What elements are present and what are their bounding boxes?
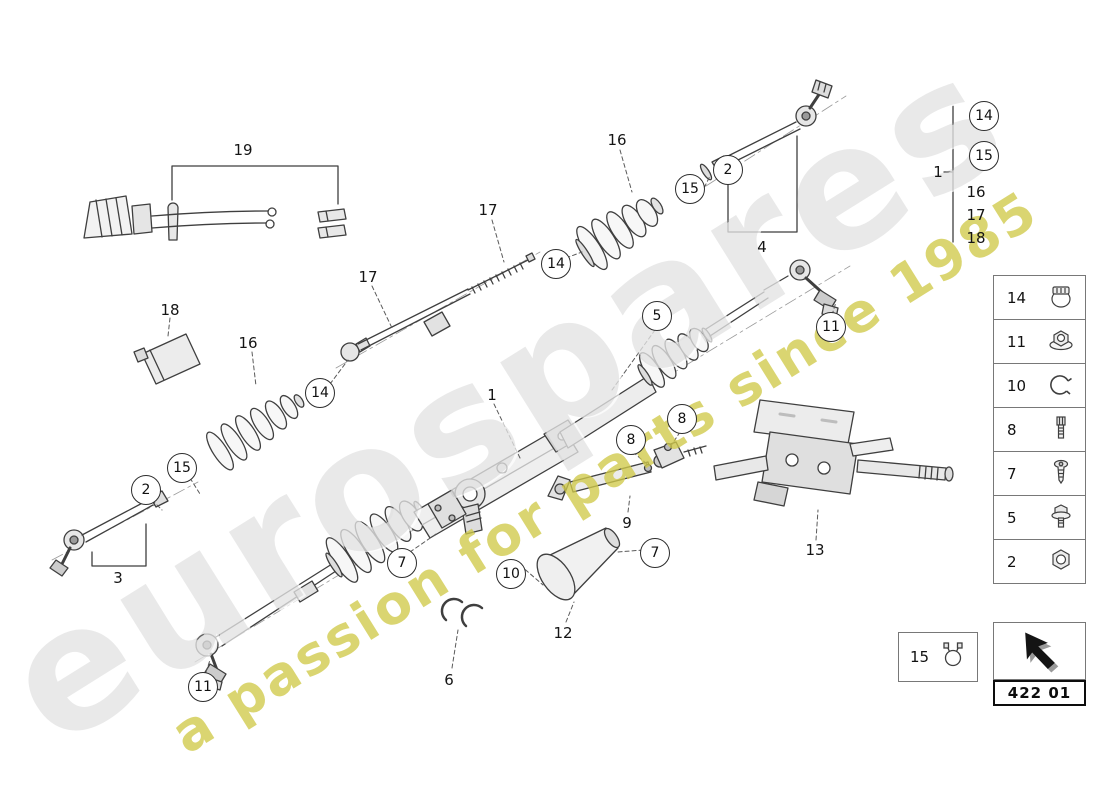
legend-row-7[interactable]: 7 (993, 451, 1086, 496)
back-to-overview-button[interactable] (993, 622, 1086, 680)
socket-bolt-icon (1046, 413, 1076, 447)
callout-circle-10[interactable]: 10 (496, 559, 526, 589)
callout-17[interactable]: 17 (478, 201, 498, 219)
hex-bolt-icon (1046, 501, 1076, 535)
legend-row-label: 14 (1007, 288, 1027, 307)
callout-9[interactable]: 9 (622, 514, 632, 532)
steering-boot-left (206, 394, 305, 471)
spring-clamp-icon (939, 640, 969, 674)
callout-circle-8[interactable]: 8 (667, 404, 697, 434)
clamp-parts (440, 597, 484, 628)
legend-row-11[interactable]: 11 (993, 319, 1086, 364)
legend-row-5[interactable]: 5 (993, 495, 1086, 540)
heat-shield (536, 527, 621, 601)
legend-row-label: 7 (1007, 464, 1017, 483)
callout-18[interactable]: 18 (160, 301, 180, 319)
callout-17[interactable]: 17 (358, 268, 378, 286)
callout-19-bracket (171, 165, 339, 205)
clamp-ring-icon (1046, 369, 1076, 403)
callout-circle-14[interactable]: 14 (305, 378, 335, 408)
callout-circle-14[interactable]: 14 (541, 249, 571, 279)
legend-row-8[interactable]: 8 (993, 407, 1086, 452)
intermediate-shaft (547, 441, 707, 501)
legend-ref-16[interactable]: 16 (966, 183, 986, 201)
callout-circle-11[interactable]: 11 (188, 672, 218, 702)
screw-icon (1046, 457, 1076, 491)
legend-ref-circle-15[interactable]: 15 (969, 141, 999, 171)
legend-row-14[interactable]: 14 (993, 275, 1086, 320)
legend-box-15[interactable]: 15 (898, 632, 978, 682)
callout-circle-5[interactable]: 5 (642, 301, 672, 331)
callout-circle-7[interactable]: 7 (387, 548, 417, 578)
legend-row-label: 2 (1007, 552, 1017, 571)
callout-circle-11[interactable]: 11 (816, 312, 846, 342)
callout-circle-2[interactable]: 2 (713, 155, 743, 185)
callout-circle-15[interactable]: 15 (675, 174, 705, 204)
fastener-legend: 14 11 10 (993, 275, 1086, 584)
callout-19[interactable]: 19 (233, 141, 253, 159)
flange-nut-icon (1046, 325, 1076, 359)
callout-16[interactable]: 16 (607, 131, 627, 149)
legend-ref-group-1[interactable]: 1 (933, 163, 943, 181)
callout-4[interactable]: 4 (757, 238, 767, 256)
legend-ref-18[interactable]: 18 (966, 229, 986, 247)
legend-group-bracket (943, 105, 954, 243)
hose-clamp-icon (1046, 281, 1076, 315)
hex-nut-icon (1046, 545, 1076, 579)
grease-tube (133, 333, 201, 385)
callout-circle-7[interactable]: 7 (640, 538, 670, 568)
legend-row-2[interactable]: 2 (993, 539, 1086, 584)
callout-3[interactable]: 3 (113, 569, 123, 587)
legend-row-10[interactable]: 10 (993, 363, 1086, 408)
back-arrow-icon (1005, 622, 1075, 680)
callout-circle-15[interactable]: 15 (167, 453, 197, 483)
boot-fitting-tool (83, 195, 347, 241)
callout-13[interactable]: 13 (805, 541, 825, 559)
callout-12[interactable]: 12 (553, 624, 573, 642)
legend-row-label: 10 (1007, 376, 1027, 395)
steering-boot-upper (575, 197, 664, 271)
callout-6[interactable]: 6 (444, 671, 454, 689)
callout-circle-8[interactable]: 8 (616, 425, 646, 455)
legend-ref-17[interactable]: 17 (966, 206, 986, 224)
tie-rod-top-right (699, 79, 833, 233)
legend-row-label: 8 (1007, 420, 1017, 439)
callout-1[interactable]: 1 (487, 386, 497, 404)
leader-lines (151, 149, 837, 673)
inner-tie-rod (340, 252, 536, 362)
legend-row-label: 5 (1007, 508, 1017, 527)
steering-column (713, 399, 954, 507)
callout-16[interactable]: 16 (238, 334, 258, 352)
legend-row-label: 11 (1007, 332, 1027, 351)
diagram-code-badge: 422 01 (993, 680, 1086, 706)
legend-row-label: 15 (910, 648, 930, 666)
legend-ref-circle-14[interactable]: 14 (969, 101, 999, 131)
callout-circle-2[interactable]: 2 (131, 475, 161, 505)
steering-rack-assembly (195, 259, 839, 691)
